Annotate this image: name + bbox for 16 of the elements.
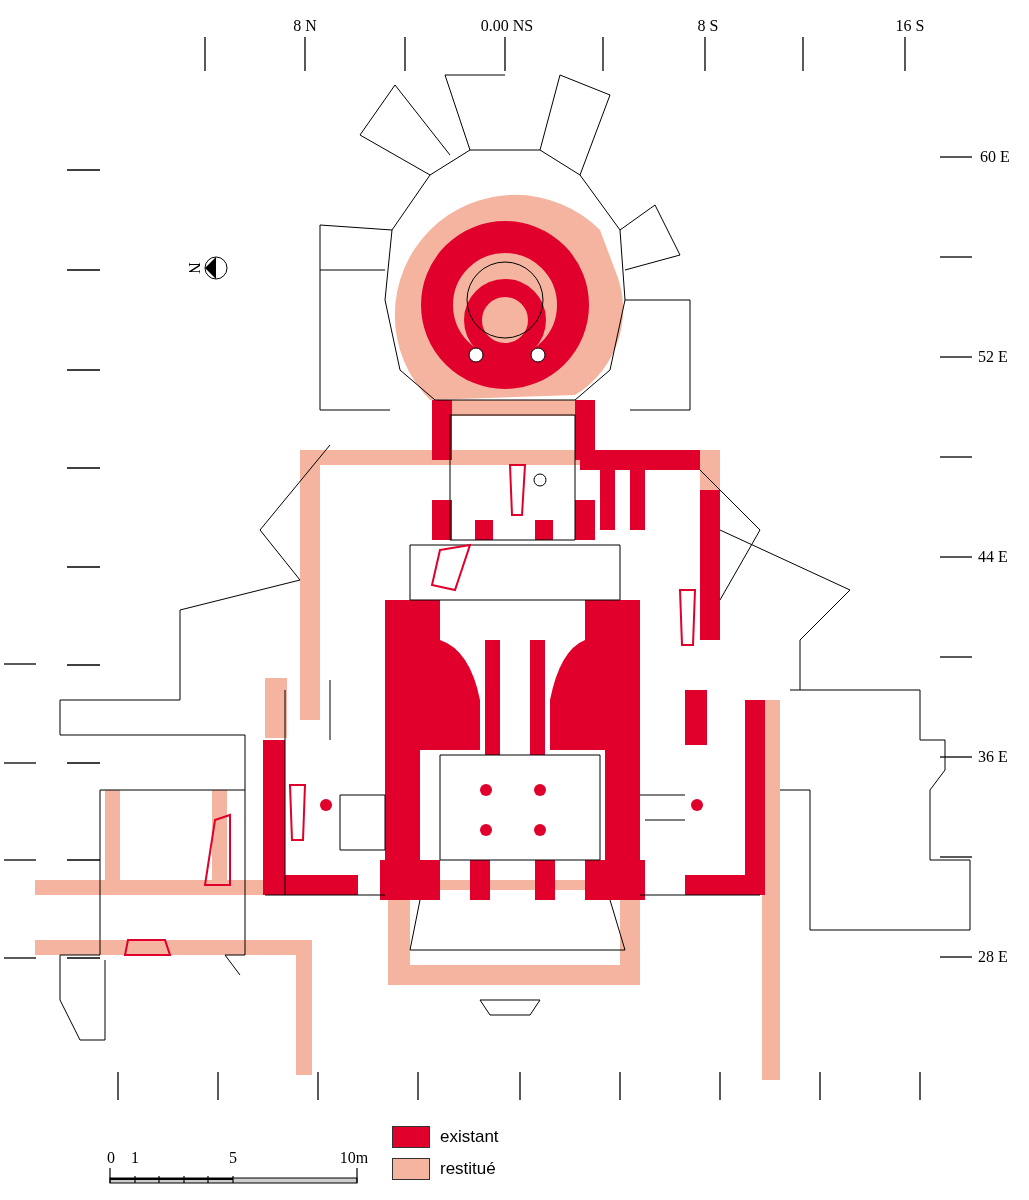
scale-label: 10m xyxy=(339,1150,369,1166)
scale-label: 0 xyxy=(107,1150,115,1166)
grid-label: 52 E xyxy=(978,349,1008,365)
grid-label: 36 E xyxy=(978,749,1008,765)
north-label: N xyxy=(186,262,202,274)
scale-label: 1 xyxy=(131,1150,139,1166)
grid-label: 8 N xyxy=(293,18,317,34)
grid-label: 28 E xyxy=(978,949,1008,965)
grid-label: 8 S xyxy=(697,18,719,34)
legend-label: existant xyxy=(440,1128,499,1145)
legend-label: restitué xyxy=(440,1160,496,1177)
grid-label: 16 S xyxy=(895,18,925,34)
grid-label: 60 E xyxy=(980,149,1010,165)
grid-label: 44 E xyxy=(978,549,1008,565)
grid-label: 0.00 NS xyxy=(480,18,534,34)
scale-label: 5 xyxy=(229,1150,237,1166)
